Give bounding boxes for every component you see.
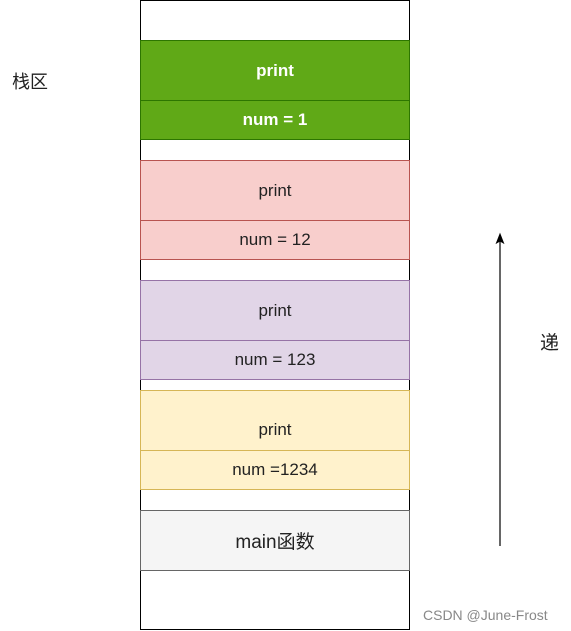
frame-3-function-name: print	[140, 280, 410, 341]
frame-2-function-name: print	[140, 160, 410, 221]
watermark: CSDN @June-Frost	[423, 607, 548, 623]
up-arrow-icon	[495, 232, 505, 546]
recursion-direction-label: 递	[540, 333, 560, 354]
frame-3-variable: num = 123	[140, 340, 410, 380]
stack-frame-4: print num =1234	[140, 390, 410, 490]
stack-frame-1: print num = 1	[140, 40, 410, 140]
frame-1-variable: num = 1	[140, 100, 410, 140]
stack-frame-3: print num = 123	[140, 280, 410, 380]
stack-frame-2: print num = 12	[140, 160, 410, 260]
frame-4-variable: num =1234	[140, 450, 410, 490]
frame-1-function-name: print	[140, 40, 410, 101]
frame-4-function-name: print	[140, 390, 410, 451]
frame-2-variable: num = 12	[140, 220, 410, 260]
main-function-frame: main函数	[140, 510, 410, 571]
stack-area-label: 栈区	[12, 72, 48, 92]
